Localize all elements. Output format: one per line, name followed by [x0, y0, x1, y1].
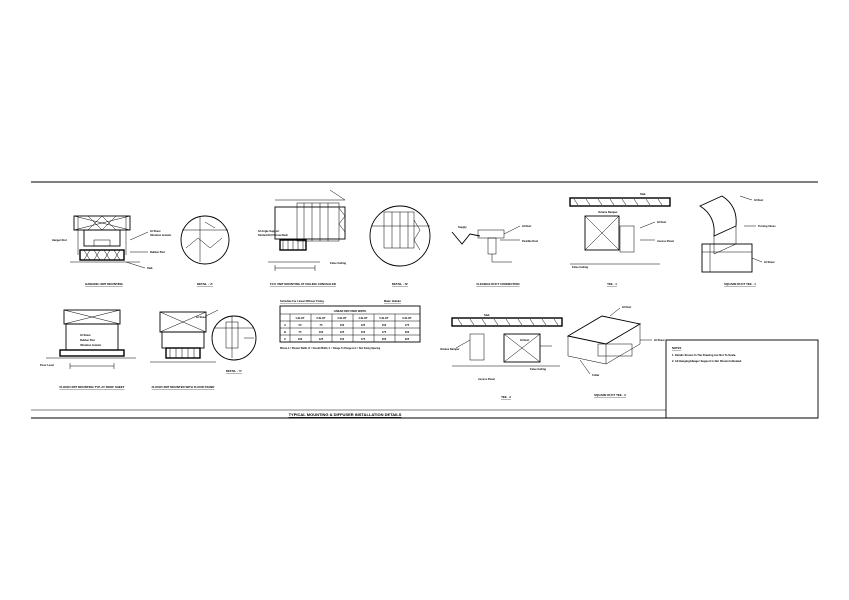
svg-text:GI Duct: GI Duct: [522, 224, 531, 228]
svg-text:175: 175: [405, 323, 410, 327]
caption-bend-2: SQUARE DUCT TEE - 2: [594, 393, 626, 397]
linear-diffuser-schedule: Schedule For Linear Diffuser Fixing Make…: [279, 299, 421, 350]
svg-text:125: 125: [319, 337, 324, 341]
svg-text:GI Sheet: GI Sheet: [654, 338, 665, 342]
caption-tee-1: TEE - 1: [607, 282, 617, 286]
svg-text:1-SLOT: 1-SLOT: [295, 316, 305, 320]
svg-text:GI Sheet: GI Sheet: [150, 229, 161, 233]
detail-fcu-ceiling: GI Angle Support Slotted Drill Screw Rac…: [258, 189, 346, 286]
schedule-header-group: LINEAR DIFFUSER WIDTH: [334, 309, 367, 313]
svg-text:GI Sheet: GI Sheet: [80, 333, 91, 337]
svg-text:5-SLOT: 5-SLOT: [379, 316, 389, 320]
svg-text:Collar: Collar: [592, 373, 599, 377]
svg-text:3-SLOT: 3-SLOT: [337, 316, 347, 320]
svg-text:Slab: Slab: [640, 192, 646, 196]
caption-floor-stand-unit: FLOOR UNIT MOUNTED WITH FLOOR STAND: [152, 385, 215, 389]
detail-tee-2: Slab Volume Damper GI Duct False Ceiling…: [440, 313, 563, 399]
detail-a: DETAIL - 'A': [180, 215, 230, 286]
notes-box: [665, 339, 819, 419]
detail-floor-stand-unit: GI Sheet FLOOR UNIT MOUNTED WITH FLOOR S…: [150, 309, 219, 389]
svg-text:Slab: Slab: [484, 313, 490, 317]
sheet-title: TYPICAL MOUNTING & DIFFUSER INSTALLATION…: [289, 412, 402, 417]
svg-text:125: 125: [361, 323, 366, 327]
svg-text:225: 225: [405, 337, 410, 341]
schedule-footnote: Where A = Plenum Width, B = Overall Widt…: [280, 347, 381, 350]
detail-hanging-unit: GI Sheet Vibration Isolator Rubber Pad S…: [52, 215, 171, 286]
svg-text:Floor Level: Floor Level: [40, 363, 54, 367]
svg-text:100: 100: [340, 323, 345, 327]
detail-c: DETAIL - 'C': [211, 315, 257, 373]
svg-text:100: 100: [298, 337, 303, 341]
svg-text:Volume Damper: Volume Damper: [440, 347, 460, 351]
detail-floor-unit: GI Sheet Rubber Pad Vibration Isolator F…: [40, 309, 136, 389]
svg-text:Access Panel: Access Panel: [478, 377, 495, 381]
svg-text:A: A: [284, 323, 286, 327]
svg-text:Supply: Supply: [458, 225, 467, 229]
caption-flexible-duct: FLEXIBLE DUCT CONNECTION: [476, 282, 519, 286]
detail-flexible-duct: Supply GI Duct Flexible Duct FLEXIBLE DU…: [451, 224, 538, 286]
svg-text:False Ceiling: False Ceiling: [530, 367, 546, 371]
svg-text:C: C: [284, 337, 286, 341]
schedule-title: Schedule For Linear Diffuser Fixing: [280, 299, 324, 303]
svg-text:150: 150: [361, 330, 366, 334]
svg-text:175: 175: [361, 337, 366, 341]
svg-text:200: 200: [382, 337, 387, 341]
notes-heading: NOTES: [672, 346, 681, 350]
svg-text:B: B: [284, 330, 286, 334]
caption-detail-c: DETAIL - 'C': [226, 369, 243, 373]
caption-floor-unit: FLOOR UNIT MOUNTING TYP. AT ROOF SHEET: [60, 385, 125, 389]
caption-detail-a: DETAIL - 'A': [197, 282, 214, 286]
svg-text:150: 150: [340, 337, 345, 341]
svg-text:Turning Vanes: Turning Vanes: [758, 224, 776, 228]
svg-text:Access Panel: Access Panel: [657, 239, 674, 243]
svg-text:75: 75: [320, 323, 323, 327]
svg-text:2-SLOT: 2-SLOT: [316, 316, 326, 320]
svg-text:Flexible Duct: Flexible Duct: [522, 239, 538, 243]
schedule-subtitle: Make: Builder: [384, 299, 401, 303]
detail-square-duct-bend-1: GI Duct Turning Vanes GI Sheet SQUARE DU…: [699, 195, 776, 286]
caption-fcu-ceiling: FCU UNIT MOUNTING AT CEILING CONCEALED: [270, 282, 336, 286]
svg-text:Vibration Isolator: Vibration Isolator: [80, 343, 101, 347]
svg-text:False Ceiling: False Ceiling: [330, 261, 346, 265]
detail-b: DETAIL - 'B': [369, 205, 431, 286]
svg-text:Hanger Rod: Hanger Rod: [52, 238, 67, 242]
svg-text:False Ceiling: False Ceiling: [572, 265, 588, 269]
svg-text:GI Duct: GI Duct: [622, 305, 631, 309]
svg-text:50: 50: [299, 323, 302, 327]
note-2: 2. All Hanging/Hanger Support Is Not Sho…: [672, 359, 742, 363]
svg-text:Rubber Pad: Rubber Pad: [150, 250, 165, 254]
svg-text:175: 175: [382, 330, 387, 334]
svg-text:125: 125: [340, 330, 345, 334]
svg-text:6-SLOT: 6-SLOT: [402, 316, 412, 320]
svg-text:GI Duct: GI Duct: [657, 220, 666, 224]
svg-text:4-SLOT: 4-SLOT: [358, 316, 368, 320]
svg-text:GI Angle Support: GI Angle Support: [258, 229, 279, 233]
caption-hanging-unit: HANGING UNIT MOUNTING: [85, 282, 123, 286]
detail-tee-1: Volume Damper GI Duct False Ceiling Acce…: [569, 192, 674, 286]
caption-detail-b: DETAIL - 'B': [392, 282, 409, 286]
svg-text:Volume Damper: Volume Damper: [598, 210, 618, 214]
svg-text:Slotted Drill Screw Rack: Slotted Drill Screw Rack: [258, 233, 288, 237]
caption-bend-1: SQUARE DUCT TEE - 1: [724, 282, 756, 286]
caption-tee-2: TEE - 2: [501, 395, 511, 399]
detail-square-duct-bend-2: GI Duct GI Sheet Collar SQUARE DUCT TEE …: [566, 305, 665, 397]
svg-text:Rubber Pad: Rubber Pad: [80, 338, 95, 342]
svg-text:100: 100: [319, 330, 324, 334]
svg-text:GI Sheet: GI Sheet: [764, 260, 775, 264]
svg-text:75: 75: [299, 330, 302, 334]
svg-text:Vibration Isolator: Vibration Isolator: [150, 233, 171, 237]
note-1: 1. Details Shown In The Drawing Are Not …: [672, 353, 736, 357]
svg-text:GI Sheet: GI Sheet: [196, 315, 207, 319]
svg-text:GI Duct: GI Duct: [520, 338, 529, 342]
svg-text:200: 200: [405, 330, 410, 334]
svg-text:Slab: Slab: [147, 266, 153, 270]
svg-text:150: 150: [382, 323, 387, 327]
svg-text:GI Duct: GI Duct: [754, 198, 763, 202]
